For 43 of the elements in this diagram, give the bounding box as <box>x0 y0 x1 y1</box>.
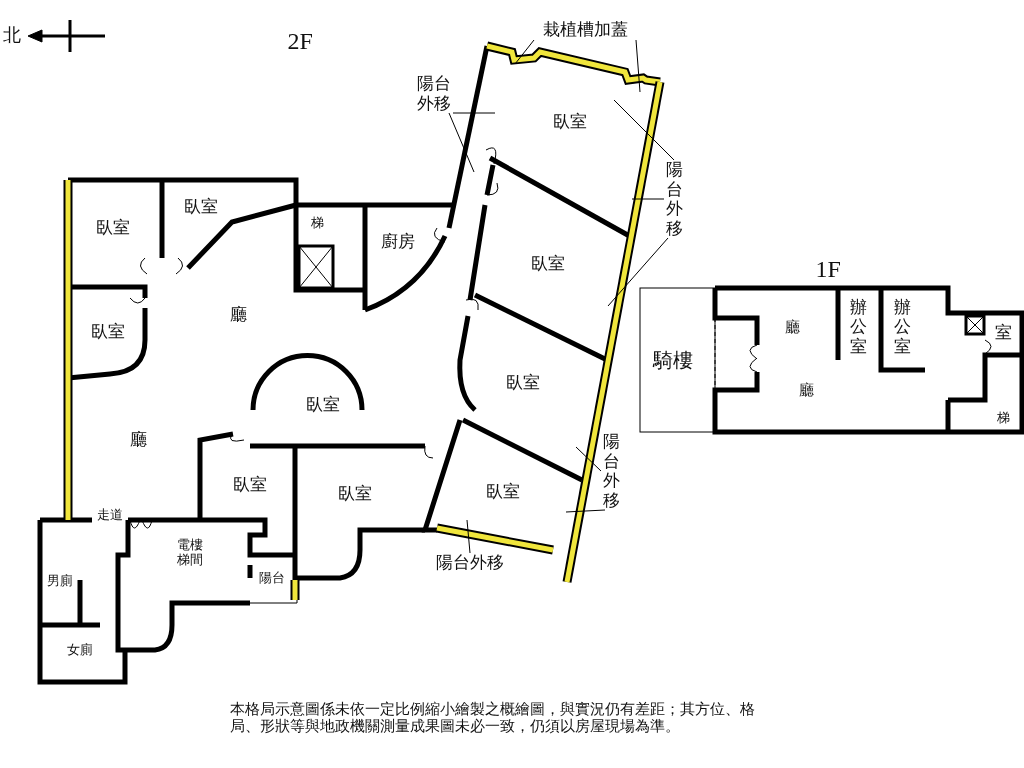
floor-label: 2F <box>287 28 313 56</box>
leader-line <box>635 39 641 93</box>
room-label: 臥室 <box>96 218 130 238</box>
room-label: 辦公室 <box>892 297 912 357</box>
room-label: 廳 <box>784 318 800 336</box>
callout-label: 陽台外移 <box>601 432 621 511</box>
room-label: 騎樓 <box>653 348 693 372</box>
leader-line <box>514 39 535 65</box>
room-label: 臥室 <box>184 197 218 217</box>
leader-line <box>575 446 602 472</box>
room-label: 臥室 <box>306 395 340 415</box>
floor-label: 1F <box>815 256 841 284</box>
room-label: 廳 <box>129 430 147 450</box>
leader-line <box>448 112 496 173</box>
disclaimer-note: 本格局示意圖係未依一定比例縮小繪製之概繪圖，與實況仍有差距；其方位、格局、形狀等與地政機關測量成果圖未必一致，仍須以房屋現場為準。 <box>230 700 756 735</box>
room-label: 臥室 <box>531 254 565 274</box>
room-label: 臥室 <box>91 322 125 342</box>
room-label: 臥室 <box>553 112 587 132</box>
room-label: 臥室 <box>486 482 520 502</box>
room-label: 陽台 <box>259 570 285 586</box>
leader-line <box>607 237 669 307</box>
callout-label: 栽植槽加蓋 <box>530 20 640 40</box>
room-label: 臥室 <box>506 373 540 393</box>
room-label: 臥室 <box>338 484 372 504</box>
leader-line <box>565 509 606 513</box>
room-label: 廚房 <box>381 232 415 252</box>
room-label: 辦公室 <box>848 297 868 357</box>
room-label: 梯 <box>310 215 324 231</box>
room-label: 走道 <box>97 507 123 523</box>
room-label: 梯 <box>996 410 1010 426</box>
callout-label: 陽台外移 <box>430 553 510 573</box>
callout-label: 陽台外移 <box>664 160 684 239</box>
compass-label: 北 <box>3 24 21 46</box>
callout-label: 陽台外移 <box>415 74 453 114</box>
room-label: 男廁 <box>47 573 73 589</box>
room-label: 室 <box>994 323 1012 343</box>
room-label: 廳 <box>798 381 814 399</box>
room-label: 廳 <box>229 305 247 325</box>
leader-line <box>613 99 675 200</box>
room-label: 女廁 <box>67 642 93 658</box>
leader-line <box>466 519 471 554</box>
room-label: 臥室 <box>233 475 267 495</box>
room-label: 電樓梯間 <box>176 538 204 568</box>
